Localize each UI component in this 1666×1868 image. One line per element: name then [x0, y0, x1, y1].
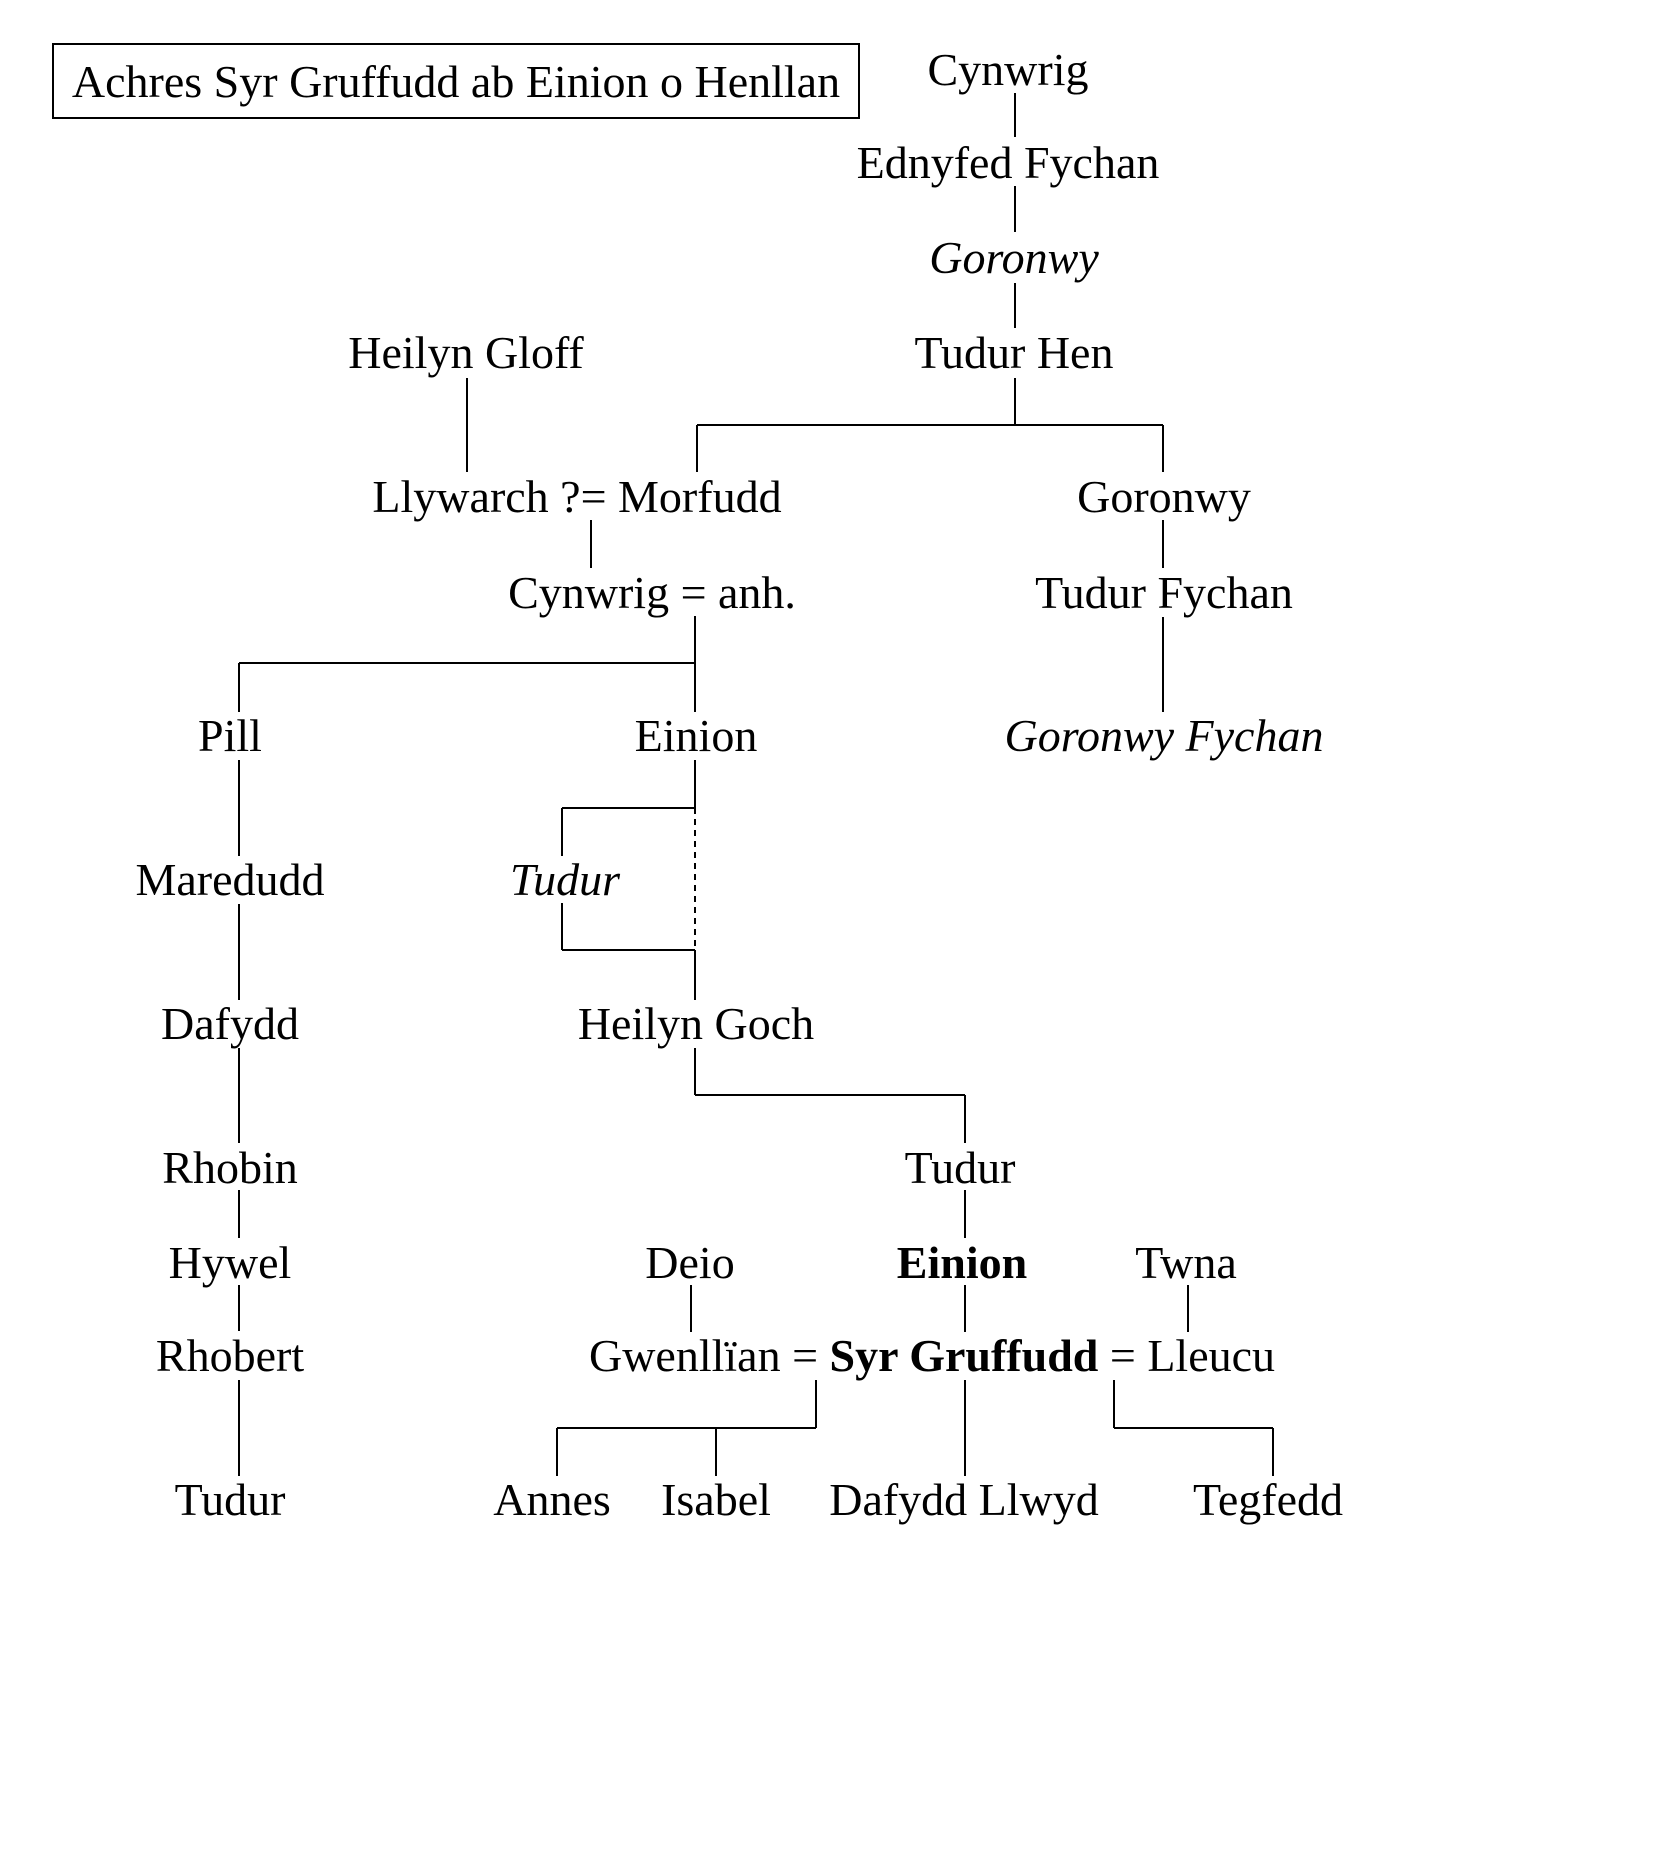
person-tudur-3: Tudur	[175, 1477, 286, 1523]
person-name-text: Cynwrig	[927, 44, 1089, 95]
person-ednyfed-fychan: Ednyfed Fychan	[857, 140, 1160, 186]
person-name-text: Tegfedd	[1192, 1474, 1344, 1525]
person-name-text: Goronwy Fychan	[1004, 710, 1324, 761]
person-annes: Annes	[493, 1477, 611, 1523]
person-name-text: Tudur	[510, 854, 620, 905]
person-tudur-hen: Tudur Hen	[915, 330, 1114, 376]
person-einion-1: Einion	[635, 713, 758, 759]
person-dafydd-llwyd: Dafydd Llwyd	[829, 1477, 1099, 1523]
person-name-text: Gwenllïan =	[588, 1330, 830, 1381]
person-tudur-italic: Tudur	[510, 857, 620, 903]
person-name-text: Heilyn Goch	[577, 998, 815, 1049]
person-name-text: Tudur Fychan	[1035, 567, 1293, 618]
person-name-text: Heilyn Gloff	[348, 327, 584, 378]
person-name-text: Goronwy	[929, 232, 1099, 283]
diagram-title: Achres Syr Gruffudd ab Einion o Henllan	[52, 43, 860, 119]
person-name-text: Twna	[1135, 1237, 1237, 1288]
person-twna: Twna	[1135, 1240, 1237, 1286]
person-name-text: Cynwrig = anh.	[508, 567, 796, 618]
person-name-text: Tudur Hen	[914, 327, 1114, 378]
person-name-text: Tudur	[904, 1142, 1016, 1193]
person-rhobin: Rhobin	[162, 1145, 297, 1191]
person-isabel: Isabel	[661, 1477, 771, 1523]
person-name-text: Annes	[493, 1474, 611, 1525]
person-name-text: Goronwy	[1077, 471, 1251, 522]
person-cynwrig-top: Cynwrig	[928, 47, 1089, 93]
person-name-text: Dafydd Llwyd	[829, 1474, 1099, 1525]
person-tudur-2: Tudur	[905, 1145, 1016, 1191]
diagram-title-text: Achres Syr Gruffudd ab Einion o Henllan	[71, 55, 841, 107]
person-name-text: Rhobert	[155, 1330, 305, 1381]
person-hywel: Hywel	[169, 1240, 292, 1286]
person-dafydd: Dafydd	[161, 1001, 299, 1047]
person-goronwy-1: Goronwy	[929, 235, 1099, 281]
person-tegfedd: Tegfedd	[1193, 1477, 1343, 1523]
person-goronwy-fychan: Goronwy Fychan	[1005, 713, 1324, 759]
person-name-text: Tudur	[174, 1474, 286, 1525]
person-name-text: Dafydd	[161, 998, 299, 1049]
person-name-text: Rhobin	[162, 1142, 298, 1193]
person-maredudd: Maredudd	[135, 857, 324, 903]
person-name-text: Einion	[634, 710, 758, 761]
person-name-text: Syr Gruffudd	[829, 1330, 1099, 1381]
person-name-text: Llywarch ?= Morfudd	[372, 471, 782, 522]
person-name-text: Ednyfed Fychan	[856, 137, 1160, 188]
person-name-text: Isabel	[661, 1474, 771, 1525]
person-pill: Pill	[198, 713, 262, 759]
person-tudur-fychan: Tudur Fychan	[1035, 570, 1293, 616]
person-goronwy-2: Goronwy	[1077, 474, 1251, 520]
person-name-text: Einion	[896, 1237, 1028, 1288]
person-heilyn-gloff: Heilyn Gloff	[348, 330, 584, 376]
person-name-text: Hywel	[168, 1237, 292, 1288]
person-heilyn-goch: Heilyn Goch	[578, 1001, 814, 1047]
person-name-text: Deio	[645, 1237, 735, 1288]
person-name-text: Pill	[198, 710, 262, 761]
person-name-text: = Lleucu	[1098, 1330, 1276, 1381]
person-rhobert: Rhobert	[156, 1333, 304, 1379]
person-llywarch-morfudd: Llywarch ?= Morfudd	[372, 474, 781, 520]
person-cynwrig-anh: Cynwrig = anh.	[508, 570, 796, 616]
person-name-text: Maredudd	[135, 854, 325, 905]
person-einion-2: Einion	[897, 1240, 1027, 1286]
person-deio: Deio	[645, 1240, 734, 1286]
person-gruffudd-marriages: Gwenllïan = Syr Gruffudd = Lleucu	[589, 1333, 1275, 1379]
